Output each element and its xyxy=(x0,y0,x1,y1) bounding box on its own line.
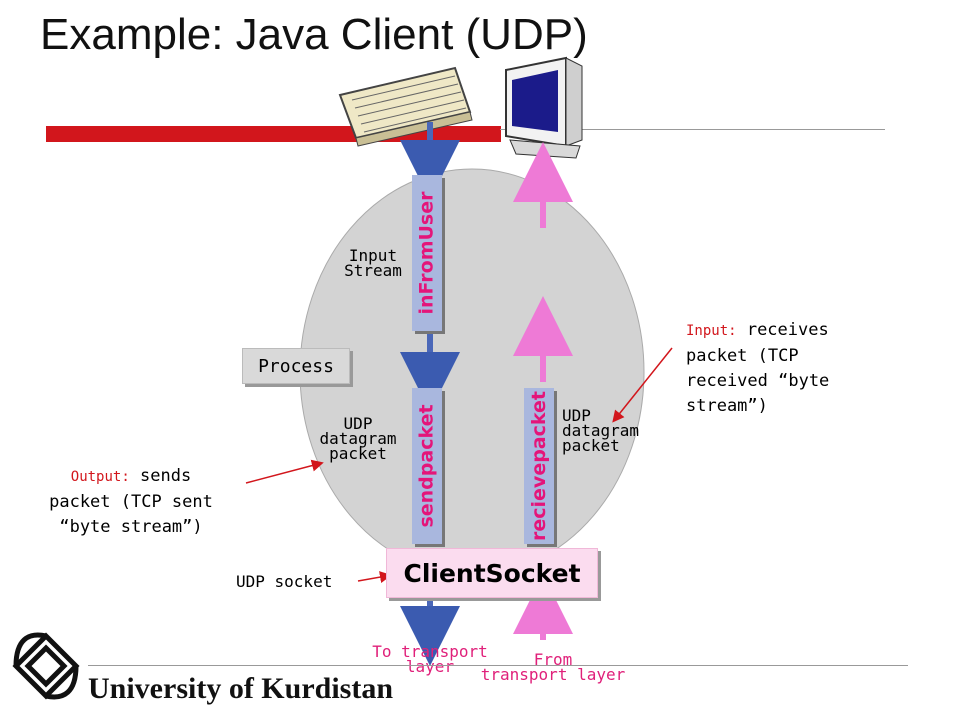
infromuser-label: inFromUser xyxy=(416,191,438,315)
input-note-line2: packet (TCP xyxy=(686,346,799,366)
process-box: Process xyxy=(242,348,350,384)
input-pointer-arrow xyxy=(612,347,673,423)
output-note-line1: sends xyxy=(140,466,192,486)
to-transport-line1: To transport xyxy=(372,642,488,661)
process-label: Process xyxy=(258,355,334,377)
footer-rule-line xyxy=(88,665,908,666)
udp-left-line3: packet xyxy=(329,444,387,463)
udp-left-line2: datagram xyxy=(319,429,397,448)
input-note-line3: received “byte xyxy=(686,371,830,391)
to-transport-label: To transport layer xyxy=(362,642,498,676)
monitor-icon xyxy=(505,56,583,159)
input-note: Input: receives packet (TCP received “by… xyxy=(686,318,876,419)
recievepacket-label: recievepacket xyxy=(528,391,550,541)
clientsocket-box: ClientSocket xyxy=(386,548,598,598)
to-transport-line2: layer xyxy=(405,657,455,676)
input-stream-line2: Stream xyxy=(344,261,402,280)
udp-datagram-left-label: UDP datagram packet xyxy=(310,414,406,463)
input-note-line4: stream”) xyxy=(686,396,768,416)
input-note-line1: receives xyxy=(746,320,829,340)
input-note-prefix: Input: xyxy=(686,323,737,339)
title-rule-line xyxy=(500,129,885,130)
udp-socket-pointer-arrow xyxy=(357,571,392,583)
input-stream-line1: Input xyxy=(348,246,398,265)
from-transport-line1: From xyxy=(533,650,573,669)
infromuser-stream-box: inFromUser xyxy=(412,175,442,331)
udp-left-line1: UDP xyxy=(343,414,373,433)
output-note-line2: packet (TCP sent xyxy=(49,492,213,512)
clientsocket-label: ClientSocket xyxy=(403,558,581,588)
process-ellipse xyxy=(299,168,645,576)
udp-right-line2: datagram xyxy=(562,421,640,440)
output-note-line3: “byte stream”) xyxy=(59,517,203,537)
from-transport-label: From transport layer xyxy=(470,650,636,684)
university-logo-icon xyxy=(12,632,80,700)
slide-title: Example: Java Client (UDP) xyxy=(40,10,588,59)
sendpacket-box: sendpacket xyxy=(412,388,442,544)
university-name: University of Kurdistan xyxy=(88,672,394,705)
sendpacket-label: sendpacket xyxy=(416,404,439,528)
output-note: Output: sends packet (TCP sent “byte str… xyxy=(18,464,244,540)
udp-socket-label: UDP socket xyxy=(236,572,333,591)
from-transport-line2: transport layer xyxy=(480,665,626,684)
recievepacket-box: recievepacket xyxy=(524,388,554,544)
udp-right-line1: UDP xyxy=(562,406,591,425)
input-stream-label: Input Stream xyxy=(332,246,414,280)
keyboard-icon xyxy=(338,66,473,147)
udp-right-line3: packet xyxy=(562,436,620,455)
output-note-prefix: Output: xyxy=(70,469,130,485)
udp-datagram-right-label: UDP datagram packet xyxy=(562,406,662,455)
output-pointer-arrow xyxy=(245,459,324,484)
